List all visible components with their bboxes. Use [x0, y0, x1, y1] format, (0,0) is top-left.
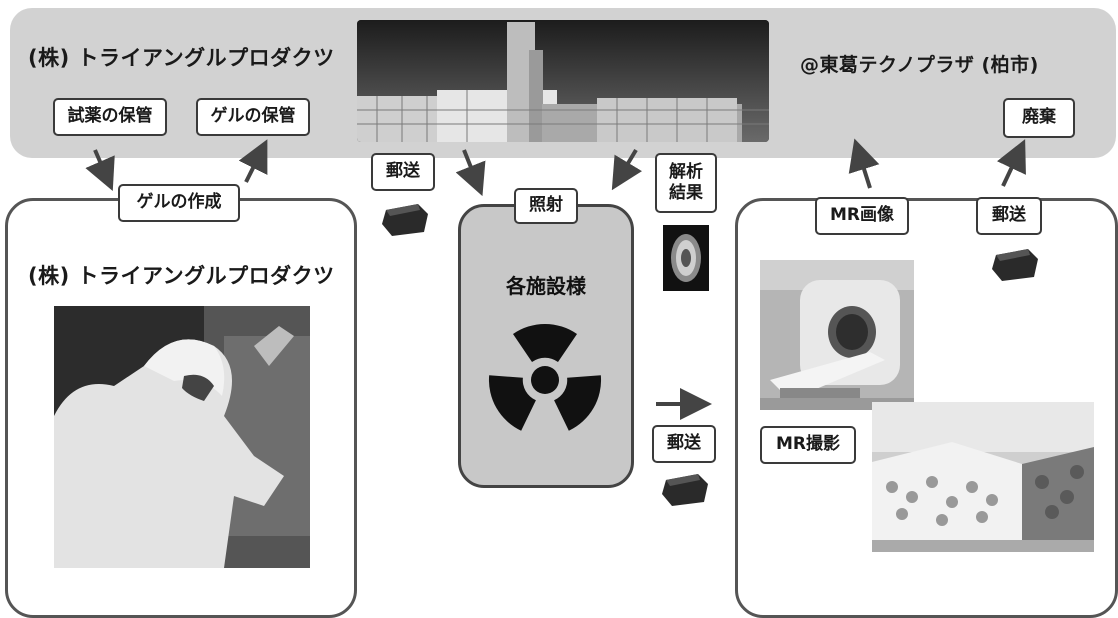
mail-label-3: 郵送	[976, 197, 1042, 235]
building-photo	[357, 20, 769, 142]
gel-creation-label: ゲルの作成	[118, 184, 240, 222]
radiation-icon	[485, 320, 605, 440]
mail-box-icon	[380, 200, 430, 238]
reagent-storage-label: 試薬の保管	[53, 98, 167, 136]
facility-building-photo	[872, 402, 1094, 552]
facility-label: 各施設様	[506, 274, 586, 298]
mri-scan-thumbnail	[663, 225, 709, 291]
gel-storage-label: ゲルの保管	[196, 98, 310, 136]
irradiation-label: 照射	[514, 188, 578, 224]
analysis-result-label: 解析 結果	[655, 153, 717, 213]
disposal-label: 廃棄	[1003, 98, 1075, 138]
mri-scanner-photo	[760, 260, 914, 410]
mail-label-2: 郵送	[652, 425, 716, 463]
mail-label-1: 郵送	[371, 153, 435, 191]
company-header: (株) トライアングルプロダクツ	[28, 46, 335, 70]
mr-scan-label: MR撮影	[760, 426, 856, 464]
left-panel-title: (株) トライアングルプロダクツ	[28, 264, 335, 288]
mail-box-icon-3	[990, 245, 1040, 283]
location-header: @東葛テクノプラザ (柏市)	[800, 54, 1039, 76]
cleanroom-photo	[54, 306, 310, 568]
mr-image-label: MR画像	[815, 197, 909, 235]
mail-box-icon-2	[660, 470, 710, 508]
